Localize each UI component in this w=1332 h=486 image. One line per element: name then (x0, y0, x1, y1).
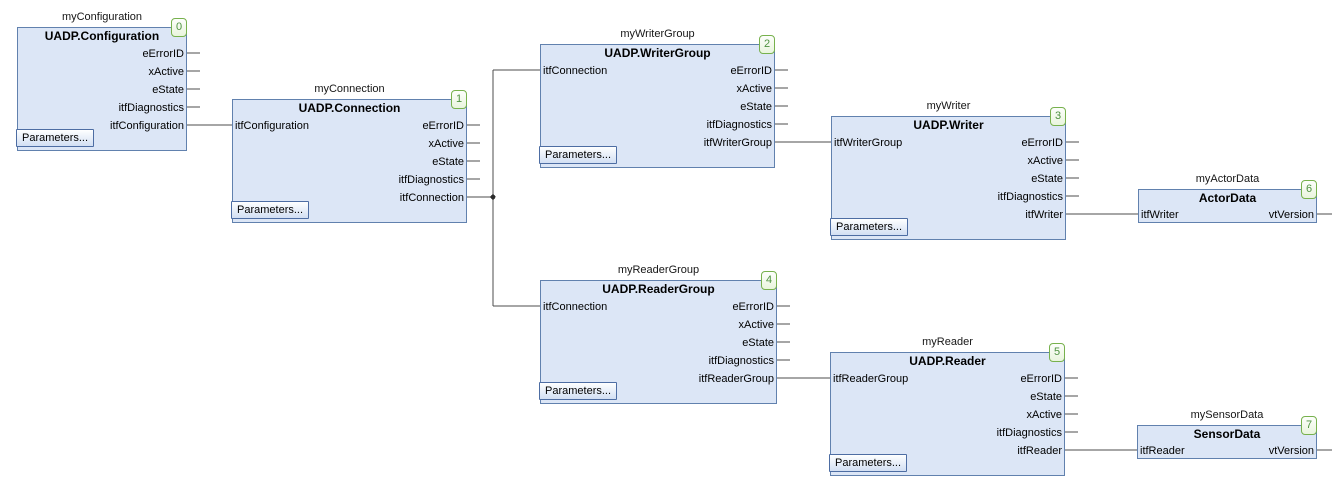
execution-order-badge: 3 (1050, 107, 1066, 126)
execution-order-badge: 7 (1301, 416, 1317, 435)
execution-order-badge: 0 (171, 18, 187, 37)
output-pin-itfreadergroup[interactable]: itfReaderGroup (698, 373, 774, 385)
output-pin-xactive[interactable]: xActive (1026, 409, 1062, 421)
output-pin-eerrorid[interactable]: eErrorID (1020, 373, 1062, 385)
fb-type-name: SensorData (1193, 427, 1261, 441)
instance-label-mysensordata: mySensorData (1190, 409, 1264, 421)
fb-type-name: UADP.ReaderGroup (602, 282, 715, 296)
pin-stubs-writer (1066, 141, 1079, 197)
output-pin-xactive[interactable]: xActive (736, 83, 772, 95)
fb-type-name: UADP.WriterGroup (604, 46, 711, 60)
fb-myconfiguration[interactable]: 0 UADP.Configuration eErrorID xActive eS… (16, 18, 187, 151)
output-pin-estate[interactable]: eState (1031, 173, 1063, 185)
instance-label-myactordata: myActorData (1195, 173, 1260, 185)
output-pin-estate[interactable]: eState (742, 337, 774, 349)
output-pin-eerrorid[interactable]: eErrorID (422, 120, 464, 132)
execution-order-badge: 4 (761, 271, 777, 290)
parameters-button[interactable]: Parameters... (231, 201, 310, 219)
execution-order-badge: 1 (451, 90, 467, 109)
output-pin-xactive[interactable]: xActive (738, 319, 774, 331)
output-pin-eerrorid[interactable]: eErrorID (730, 65, 772, 77)
parameters-button[interactable]: Parameters... (539, 146, 618, 164)
fb-mysensordata[interactable]: 7 SensorData itfReader vtVersion (1137, 416, 1317, 459)
output-pin-xactive[interactable]: xActive (428, 138, 464, 150)
output-pin-itfdiagnostics[interactable]: itfDiagnostics (997, 191, 1063, 203)
fb-type-name: ActorData (1198, 191, 1257, 205)
pin-stubs-connection (467, 124, 480, 180)
pin-stubs-readergroup (777, 305, 790, 361)
output-pin-eerrorid[interactable]: eErrorID (1021, 137, 1063, 149)
instance-label-myconnection: myConnection (314, 83, 385, 95)
input-pin-itfconnection[interactable]: itfConnection (543, 65, 608, 77)
output-pin-itfwriter[interactable]: itfWriter (1025, 209, 1063, 221)
output-pin-itfdiagnostics[interactable]: itfDiagnostics (996, 427, 1062, 439)
output-pin-estate[interactable]: eState (1030, 391, 1062, 403)
execution-order-badge: 5 (1049, 343, 1065, 362)
fb-myconnection[interactable]: 1 UADP.Connection itfConfiguration eErro… (231, 90, 467, 223)
wire-junction-dot (490, 194, 496, 200)
instance-label-myconfiguration: myConfiguration (61, 11, 143, 23)
fb-type-name: UADP.Configuration (44, 29, 160, 43)
output-pin-estate[interactable]: eState (152, 84, 184, 96)
output-pin-itfdiagnostics[interactable]: itfDiagnostics (708, 355, 774, 367)
pin-stubs-configuration (187, 52, 200, 108)
parameters-button[interactable]: Parameters... (829, 454, 908, 472)
fb-mywriter[interactable]: 3 UADP.Writer itfWriterGroup eErrorID xA… (830, 107, 1066, 240)
output-pin-eerrorid[interactable]: eErrorID (732, 301, 774, 313)
output-pin-xactive[interactable]: xActive (148, 66, 184, 78)
output-pin-itfconfiguration[interactable]: itfConfiguration (110, 120, 184, 132)
execution-order-badge: 6 (1301, 180, 1317, 199)
output-pin-itfwritergroup[interactable]: itfWriterGroup (703, 137, 772, 149)
input-pin-itfreadergroup[interactable]: itfReaderGroup (833, 373, 909, 385)
instance-label-myreader: myReader (922, 336, 973, 348)
parameters-button[interactable]: Parameters... (16, 129, 95, 147)
output-pin-itfreader[interactable]: itfReader (1017, 445, 1062, 457)
input-pin-itfwriter[interactable]: itfWriter (1141, 209, 1179, 221)
pin-stubs-writergroup (775, 69, 788, 125)
output-pin-vtversion[interactable]: vtVersion (1268, 209, 1314, 221)
output-pin-itfconnection[interactable]: itfConnection (399, 192, 464, 204)
input-pin-itfwritergroup[interactable]: itfWriterGroup (834, 137, 903, 149)
output-pin-eerrorid[interactable]: eErrorID (142, 48, 184, 60)
fb-myreadergroup[interactable]: 4 UADP.ReaderGroup itfConnection eErrorI… (539, 271, 777, 404)
fb-myreader[interactable]: 5 UADP.Reader itfReaderGroup eErrorID eS… (829, 343, 1065, 476)
fb-mywritergroup[interactable]: 2 UADP.WriterGroup itfConnection eErrorI… (539, 35, 775, 168)
instance-label-mywritergroup: myWriterGroup (620, 28, 695, 40)
parameters-button[interactable]: Parameters... (539, 382, 618, 400)
output-pin-itfdiagnostics[interactable]: itfDiagnostics (118, 102, 184, 114)
fb-type-name: UADP.Connection (298, 101, 401, 115)
fb-type-name: UADP.Writer (913, 118, 984, 132)
output-pin-estate[interactable]: eState (740, 101, 772, 113)
output-pin-xactive[interactable]: xActive (1027, 155, 1063, 167)
output-pin-itfdiagnostics[interactable]: itfDiagnostics (706, 119, 772, 131)
wire-connection-branch[interactable] (467, 69, 540, 307)
output-pin-itfdiagnostics[interactable]: itfDiagnostics (398, 174, 464, 186)
pin-stubs-reader (1065, 377, 1078, 433)
fb-myactordata[interactable]: 6 ActorData itfWriter vtVersion (1138, 180, 1317, 223)
input-pin-itfconnection[interactable]: itfConnection (543, 301, 608, 313)
instance-label-myreadergroup: myReaderGroup (617, 264, 700, 276)
fb-type-name: UADP.Reader (909, 354, 986, 368)
output-pin-estate[interactable]: eState (432, 156, 464, 168)
parameters-button[interactable]: Parameters... (830, 218, 909, 236)
output-pin-vtversion[interactable]: vtVersion (1268, 445, 1314, 457)
input-pin-itfreader[interactable]: itfReader (1140, 445, 1185, 457)
execution-order-badge: 2 (759, 35, 775, 54)
instance-label-mywriter: myWriter (926, 100, 971, 112)
input-pin-itfconfiguration[interactable]: itfConfiguration (235, 120, 309, 132)
